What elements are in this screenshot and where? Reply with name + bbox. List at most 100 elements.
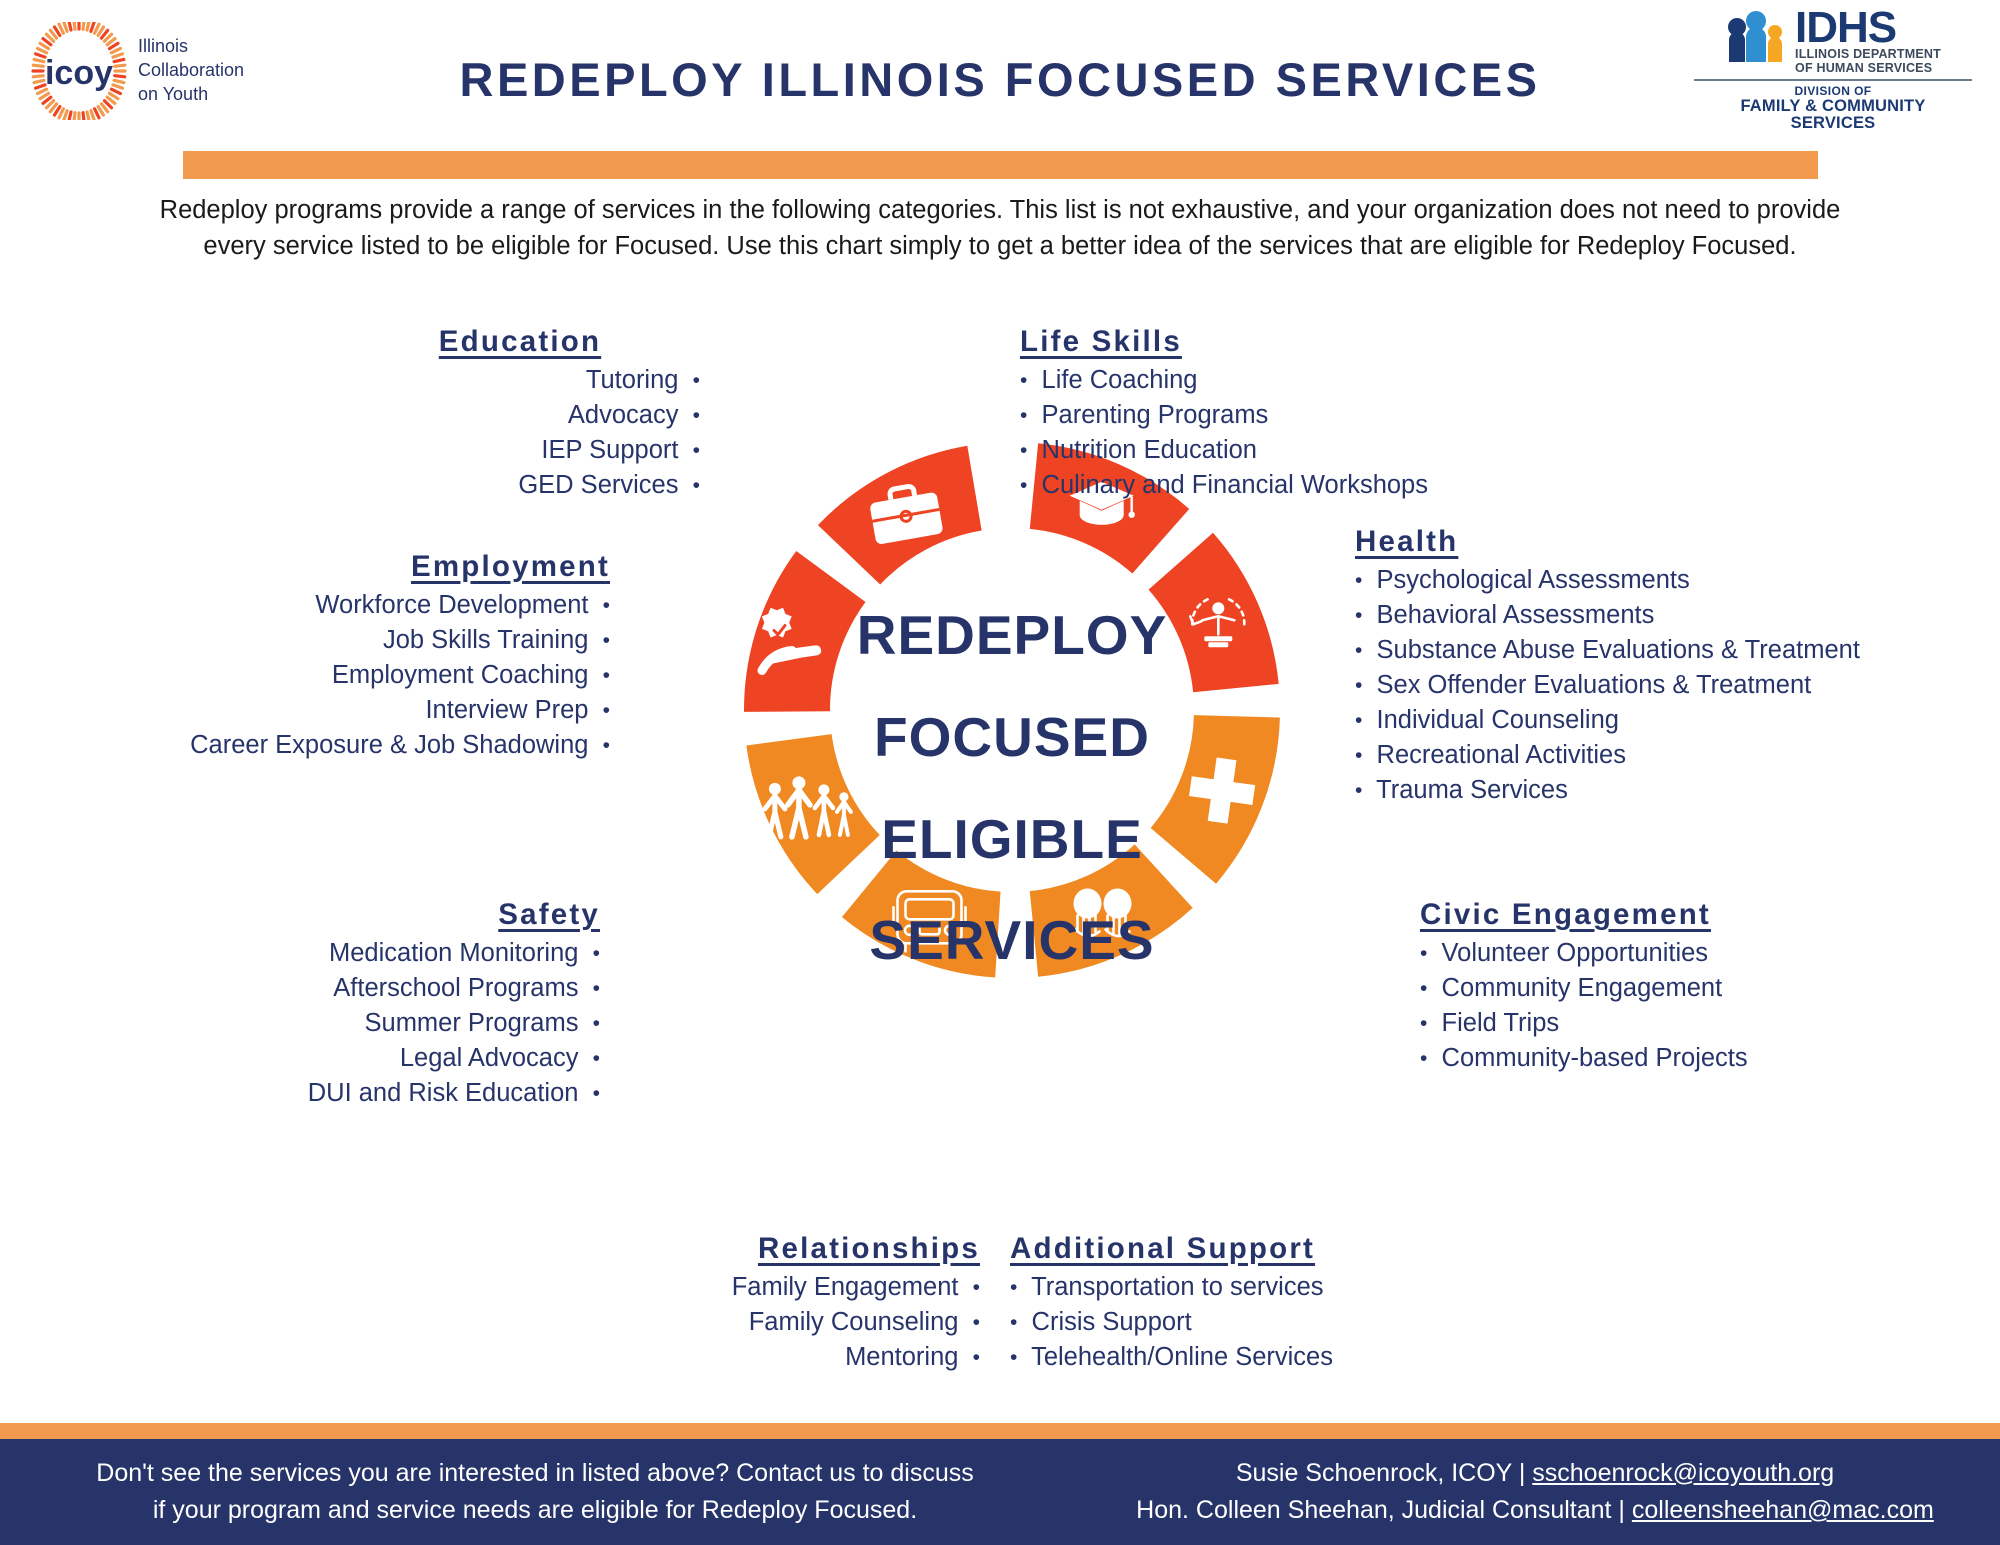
list-item: Mentoring • (320, 1339, 980, 1374)
contact-2-email[interactable]: colleensheehan@mac.com (1631, 1496, 1934, 1524)
bullet-icon: • (602, 698, 610, 722)
footer-contact-2: Hon. Colleen Sheehan, Judicial Consultan… (1070, 1492, 2000, 1530)
list-item: • Recreational Activities (1355, 737, 1995, 772)
list-item: • Community Engagement (1420, 970, 1980, 1005)
bullet-icon: • (1355, 638, 1363, 662)
center-line-4: SERVICES (869, 909, 1155, 972)
list-item: • Community-based Projects (1420, 1040, 1980, 1075)
list-item: GED Services • (340, 467, 700, 502)
contact-1-separator: | (1511, 1458, 1533, 1487)
family-group-icon (762, 776, 853, 840)
contact-1-email[interactable]: sschoenrock@icoyouth.org (1532, 1458, 1835, 1487)
service-label: Job Skills Training (382, 625, 589, 654)
bus-icon (892, 889, 967, 953)
bullet-icon: • (1020, 473, 1028, 497)
list-item: • Volunteer Opportunities (1420, 935, 1980, 970)
service-label: Culinary and Financial Workshops (1041, 470, 1428, 499)
service-label: Telehealth/Online Services (1031, 1342, 1333, 1371)
list-item: Workforce Development • (10, 587, 610, 622)
bullet-icon: • (1420, 1046, 1428, 1070)
wheel-icons (757, 481, 1256, 953)
service-label: Family Engagement (731, 1272, 959, 1301)
idhs-name-line-2: OF HUMAN SERVICES (1795, 60, 1933, 75)
idhs-division-label: DIVISION OF (1794, 83, 1872, 98)
service-label: Interview Prep (425, 695, 589, 724)
contact-1-name: Susie Schoenrock, ICOY (1235, 1458, 1512, 1487)
service-label: Life Coaching (1041, 365, 1198, 394)
list-item: • Psychological Assessments (1355, 562, 1995, 597)
list-item: IEP Support • (340, 432, 700, 467)
service-label: GED Services (518, 470, 679, 499)
service-label: Recreational Activities (1376, 740, 1626, 769)
footer-message-line-2: if your program and service needs are el… (152, 1496, 918, 1524)
briefcase-icon (870, 484, 943, 544)
service-label: Mentoring (845, 1342, 959, 1371)
service-label: IEP Support (541, 435, 679, 464)
list-item: • Culinary and Financial Workshops (1020, 467, 1640, 502)
footer-message: Don't see the services you are intereste… (0, 1455, 1070, 1530)
bullet-icon: • (1020, 368, 1028, 392)
icoy-logo-words: Illinois Collaboration on Youth (138, 35, 244, 107)
bullet-icon: • (592, 941, 600, 965)
list-item: Medication Monitoring • (20, 935, 600, 970)
wheel-segment-addsupport (841, 850, 1001, 978)
list-item: • Behavioral Assessments (1355, 597, 1995, 632)
list-item: • Crisis Support (1010, 1304, 1690, 1339)
list-item: • Field Trips (1420, 1005, 1980, 1040)
service-label: Trauma Services (1376, 775, 1568, 804)
intro-line-1: Redeploy programs provide a range of ser… (159, 196, 1841, 224)
list-item: • Trauma Services (1355, 772, 1995, 807)
list-item: • Sex Offender Evaluations & Treatment (1355, 667, 1995, 702)
idhs-division-line-2: SERVICES (1790, 114, 1876, 133)
service-label: Nutrition Education (1041, 435, 1257, 464)
category-additional-support: Additional Support• Transportation to se… (1010, 1232, 1690, 1374)
wheel-segment-lifeskills (1148, 532, 1279, 693)
service-label: DUI and Risk Education (307, 1078, 579, 1107)
category-title-civic: Civic Engagement (1420, 898, 1711, 931)
category-life-skills: Life Skills• Life Coaching• Parenting Pr… (1020, 325, 1640, 502)
list-item: • Nutrition Education (1020, 432, 1640, 467)
category-list-lifeskills: • Life Coaching • Parenting Programs • Nut… (1020, 362, 1640, 502)
list-item: Family Engagement • (320, 1269, 980, 1304)
hand-shield-check-icon (757, 607, 822, 675)
service-label: Parenting Programs (1041, 400, 1269, 429)
service-label: Field Trips (1441, 1008, 1560, 1037)
bullet-icon: • (602, 663, 610, 687)
list-item: DUI and Risk Education • (20, 1075, 600, 1110)
icoy-logo-mark-icon: icoy (30, 22, 128, 120)
service-label: Advocacy (567, 400, 679, 429)
icoy-line-1: Illinois (138, 36, 189, 57)
bullet-icon: • (602, 593, 610, 617)
list-item: Employment Coaching • (10, 657, 610, 692)
services-wheel (742, 310, 1282, 1110)
list-item: Family Counseling • (320, 1304, 980, 1339)
category-title-relationships: Relationships (757, 1232, 980, 1265)
raised-hands-icon (1073, 888, 1132, 938)
service-label: Career Exposure & Job Shadowing (190, 730, 589, 759)
bullet-icon: • (1420, 1011, 1428, 1035)
service-label: Community Engagement (1441, 973, 1723, 1002)
idhs-people-icon (1725, 10, 1787, 73)
bullet-icon: • (1420, 941, 1428, 965)
footer-contact-1: Susie Schoenrock, ICOY | sschoenrock@ico… (1070, 1455, 2000, 1493)
footer-contacts: Susie Schoenrock, ICOY | sschoenrock@ico… (1070, 1455, 2000, 1530)
list-item: • Individual Counseling (1355, 702, 1995, 737)
page-header: icoy Illinois Collaboration on Youth (0, 0, 2000, 152)
list-item: • Substance Abuse Evaluations & Treatmen… (1355, 632, 1995, 667)
category-civic-engagement: Civic Engagement • Volunteer Opportunitie… (1420, 898, 1980, 1075)
category-health: Health• Psychological Assessments• Behav… (1355, 525, 1995, 808)
wheel-segment-safety (744, 550, 866, 712)
service-label: Medication Monitoring (329, 938, 579, 967)
bullet-icon: • (1355, 743, 1363, 767)
list-item: • Telehealth/Online Services (1010, 1339, 1690, 1374)
svg-text:icoy: icoy (45, 54, 113, 92)
personal-growth-icon (1188, 596, 1246, 648)
icoy-logo: icoy Illinois Collaboration on Youth (30, 16, 280, 126)
bullet-icon: • (1020, 438, 1028, 462)
idhs-divider (1694, 78, 1972, 81)
contact-2-name: Hon. Colleen Sheehan, Judicial Consultan… (1136, 1496, 1612, 1524)
category-title-addsupport: Additional Support (1010, 1232, 1316, 1265)
bullet-icon: • (1010, 1275, 1018, 1299)
graduation-cap-icon (1069, 481, 1135, 525)
